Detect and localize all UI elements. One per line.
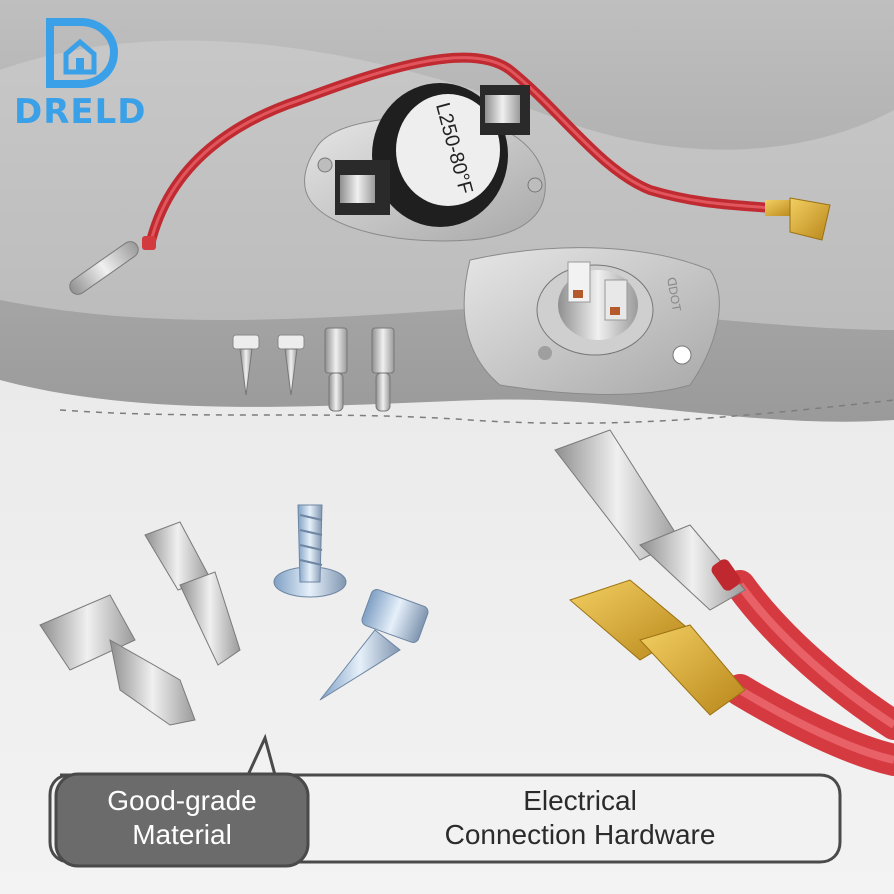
brand-logo: DRELD	[14, 12, 164, 132]
large-terminal-1	[39, 594, 196, 726]
thermal-cutoff: ᗡDOT	[463, 247, 720, 395]
callout-left-line-1: Good-grade	[107, 785, 257, 816]
brand-name: DRELD	[14, 92, 147, 132]
callout-right-line-2: Connection Hardware	[444, 819, 716, 850]
closeup-wire-brass	[569, 579, 894, 776]
wire-terminal-right	[765, 197, 831, 241]
divider-line	[59, 399, 894, 424]
wire-terminal-left	[69, 236, 156, 295]
large-screw-washer	[273, 504, 347, 598]
closeup-wire-silver	[554, 429, 894, 740]
house-d-logo-icon	[46, 18, 119, 88]
callout-left-line-2: Material	[132, 819, 232, 850]
large-screw-hex	[319, 589, 429, 701]
callout-left	[54, 772, 310, 868]
small-screws	[232, 334, 305, 396]
large-terminal-2	[144, 521, 241, 666]
small-terminals	[324, 327, 395, 412]
callout-left-text: Good-grade Material	[56, 772, 308, 864]
callout-right-line-1: Electrical	[523, 785, 637, 816]
thermostat-l250: L250-80°F	[304, 83, 546, 242]
callout-right-text: Electrical Connection Hardware	[330, 772, 830, 864]
cutoff-side-label: ᗡDOT	[664, 276, 684, 313]
